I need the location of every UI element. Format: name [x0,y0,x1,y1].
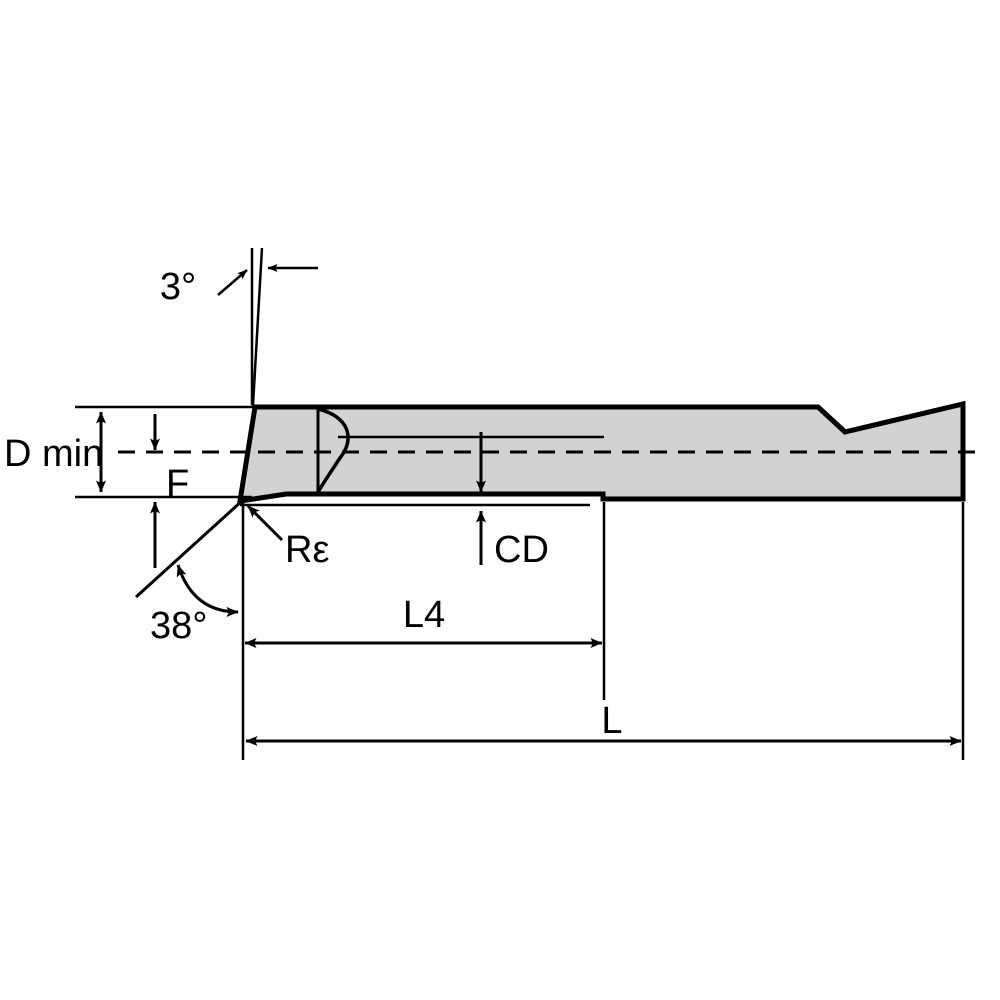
l4-label: L4 [403,594,445,636]
angle-38-label: 38° [150,605,207,647]
angle-3-label: 3° [160,266,196,308]
angle-3-degree-detail: 3° [160,247,318,406]
dimension-f: F [150,414,189,568]
angle-38-arc [176,564,239,617]
angle-3-inclined-line [251,247,264,406]
r-epsilon-label: Rε [285,529,329,571]
angle-3-left-leader [217,269,248,296]
dimension-r-epsilon: Rε [246,504,329,571]
r-epsilon-leader [246,504,284,542]
l-label: L [601,700,622,742]
angle-38-inclined-line [134,498,245,599]
cd-label: CD [494,529,549,571]
dimension-d-min: D min [4,405,256,499]
d-min-label: D min [4,433,103,475]
dimension-l: L [241,502,965,760]
angle-38-degree-detail: 38° [134,498,245,647]
dimension-l4: L4 [244,502,606,700]
insert-nose-arc [316,407,350,493]
f-label: F [166,463,189,505]
dimension-cd: CD [240,432,590,571]
